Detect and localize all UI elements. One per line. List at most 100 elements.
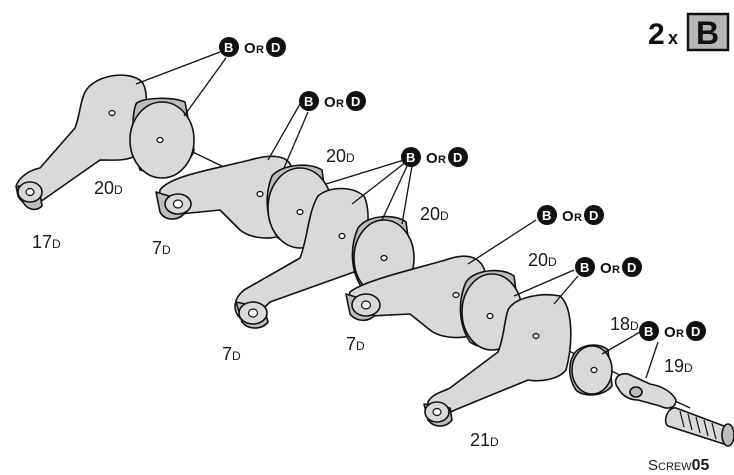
part-label-20d: 20D: [528, 250, 557, 270]
badge-circle-d: [622, 257, 642, 277]
leader-line: [401, 165, 413, 225]
part-label-7d: 7D: [346, 334, 365, 354]
badge-letter-d: D: [351, 94, 360, 109]
leader-line: [267, 103, 301, 161]
color-option-badge: B O R D: [639, 321, 706, 341]
badge-letter-d: D: [453, 150, 462, 165]
badge-or-r: R: [336, 98, 344, 110]
arm-hole: [432, 407, 442, 417]
badge-letter-b: B: [644, 324, 653, 339]
part-label-18d: 18D: [610, 314, 639, 334]
badge-or-r: R: [574, 212, 582, 224]
part-label-21d: 21D: [470, 430, 499, 450]
leader-line: [135, 51, 221, 85]
badge-circle-d: [448, 147, 468, 167]
badge-or-o: O: [664, 324, 676, 341]
leader-line: [183, 57, 227, 117]
badge-or-o: O: [244, 40, 256, 57]
arm-pivot-hole: [256, 190, 264, 198]
badge-circle-d: [584, 205, 604, 225]
disc-hole: [380, 254, 388, 262]
quantity-count: 2: [648, 18, 665, 51]
disc-hole: [296, 208, 304, 216]
badge-or-o: O: [600, 260, 612, 277]
screw-label: SCREW05: [648, 457, 710, 474]
color-option-badge: B O R D: [537, 205, 604, 225]
part-label-17d: 17D: [32, 232, 61, 252]
arm-hole: [25, 187, 35, 197]
wingnut-body: [614, 372, 677, 409]
disc-hole: [156, 136, 164, 144]
screw-shank: [664, 407, 730, 445]
badge-letter-d: D: [627, 260, 636, 275]
part-label-20d: 20D: [420, 204, 449, 224]
wingnut-part-19d: [614, 372, 677, 409]
arm-part-17d: [15, 74, 148, 211]
badge-letter-d: D: [691, 324, 700, 339]
arm-part-7d: [345, 255, 488, 339]
badge-circle-d: [686, 321, 706, 341]
leader-lines: [135, 51, 659, 379]
arm-hole: [172, 199, 184, 209]
arm-part-7d: [234, 187, 369, 329]
screw-part-05: [664, 407, 734, 447]
screw-thread: [679, 410, 717, 440]
badge-circle-b: [299, 91, 319, 111]
color-option-badge: B O R D: [219, 37, 286, 57]
badge-letter-b: B: [406, 150, 415, 165]
arm-pivot-hole: [452, 291, 460, 299]
badge-circle-b: [401, 147, 421, 167]
screw-head: [721, 423, 734, 447]
color-option-badge: B O R D: [401, 147, 468, 167]
badge-circle-b: [639, 321, 659, 341]
badge-letter-b: B: [224, 40, 233, 55]
leader-line: [351, 161, 407, 205]
part-label-19d: 19D: [664, 356, 693, 376]
color-option-badge: B O R D: [575, 257, 642, 277]
wingnut-wing: [629, 386, 643, 398]
disc-part-20d: [129, 97, 195, 179]
badge-or-r: R: [676, 328, 684, 340]
badge-or-o: O: [426, 150, 438, 167]
quantity-times: x: [668, 28, 678, 48]
leader-line: [283, 111, 309, 169]
arm-pivot-hole: [338, 232, 346, 240]
leader-line: [645, 341, 659, 379]
part-label-20d: 20D: [94, 178, 123, 198]
badge-circle-b: [219, 37, 239, 57]
badge-circle-d: [346, 91, 366, 111]
badge-or-r: R: [438, 154, 446, 166]
leader-line: [513, 269, 575, 297]
badge-letter-b: B: [304, 94, 313, 109]
badge-or-o: O: [562, 208, 574, 225]
leader-line: [381, 163, 409, 221]
arm-hole: [247, 308, 259, 318]
badge-circle-b: [537, 205, 557, 225]
part-label-7d: 7D: [152, 238, 171, 258]
arm-pivot-hole: [532, 332, 540, 340]
badge-or-r: R: [612, 264, 620, 276]
washer-hole: [590, 366, 598, 374]
color-option-badge: B O R D: [299, 91, 366, 111]
washer-part-18d: [568, 344, 613, 396]
arm-pivot-hole: [108, 109, 116, 117]
leader-line: [467, 219, 537, 265]
part-label-20d: 20D: [326, 146, 355, 166]
badge-or-o: O: [324, 94, 336, 111]
leader-line: [601, 331, 641, 355]
badge-circle-d: [266, 37, 286, 57]
quantity-letter: B: [696, 15, 719, 51]
leader-line: [553, 275, 579, 305]
badge-letter-b: B: [542, 208, 551, 223]
leader-line: [325, 159, 405, 185]
part-label-7d: 7D: [222, 344, 241, 364]
arm-hole: [360, 300, 372, 310]
quantity-letter-box: [686, 12, 730, 52]
badge-letter-d: D: [271, 40, 280, 55]
quantity-indicator: 2 x B: [648, 12, 730, 52]
part-labels: 17D 20D 7D 20D 20D 20D 7D 7D 18D 19D 21D: [32, 146, 693, 450]
badge-letter-d: D: [589, 208, 598, 223]
badge-or-r: R: [256, 44, 264, 56]
badge-letter-b: B: [580, 260, 589, 275]
